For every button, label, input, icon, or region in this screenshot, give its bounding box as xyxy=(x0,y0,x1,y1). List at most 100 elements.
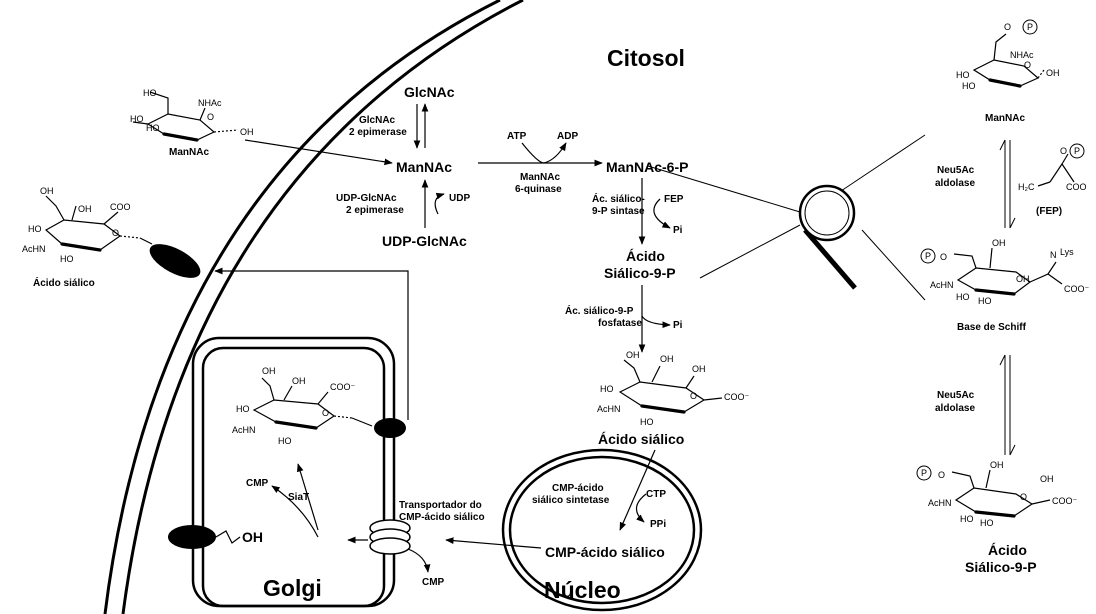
golgi-acceptor-oh: OH xyxy=(242,529,263,545)
mannac-structure xyxy=(132,91,239,142)
schiff-coo: COO⁻ xyxy=(1064,284,1090,294)
fep-o: O xyxy=(1060,146,1067,156)
sia9p-r-achn: AcHN xyxy=(928,498,952,508)
adp-label: ADP xyxy=(557,131,578,142)
schiff-achn: AcHN xyxy=(930,280,954,290)
cmp-sia-synthetase-l1: CMP-ácido xyxy=(552,483,604,494)
schiff-ho2: HO xyxy=(978,296,992,306)
schiff-ho1: HO xyxy=(956,292,970,302)
glcnac-epimerase-l2: 2 epimerase xyxy=(349,127,407,138)
golgi-membrane-anchor xyxy=(374,418,406,438)
sia-left-oh1: OH xyxy=(40,186,54,196)
fep-h2c: H₂C xyxy=(1018,182,1035,192)
sia-c-coo: COO⁻ xyxy=(724,392,750,402)
glcnac-label: GlcNAc xyxy=(404,84,455,100)
panel-mannac-label: ManNAc xyxy=(985,113,1025,124)
mannac-r-oh: OH xyxy=(1046,68,1060,78)
sia9p-r-p: P xyxy=(921,468,927,478)
panel-fep-label: (FEP) xyxy=(1036,206,1062,217)
sia-g-oh2: OH xyxy=(292,376,306,386)
phosphate-icon-1 xyxy=(1022,19,1038,35)
sia-g-ho: HO xyxy=(236,404,250,414)
schiff-base-label: Base de Schiff xyxy=(957,322,1027,333)
mannac-oh: OH xyxy=(240,127,254,137)
mannac-ho-top: HO xyxy=(143,88,157,98)
sia-c-oh3: OH xyxy=(692,364,706,374)
sia-c-o: O xyxy=(690,391,697,401)
mannac-r-ho1: HO xyxy=(956,70,970,80)
mannac-ring-o: O xyxy=(207,112,214,122)
aldolase2-equilibrium xyxy=(999,354,1016,456)
mannac-r-p: P xyxy=(1027,22,1033,32)
sia-left-ho2: HO xyxy=(60,254,74,264)
fep-structure xyxy=(1037,153,1075,187)
aldolase1-l2: aldolase xyxy=(935,178,975,189)
plasma-membrane xyxy=(103,0,524,614)
mannac-label: ManNAc xyxy=(396,159,452,175)
sia9p-phosphatase-l2: fosfatase xyxy=(598,318,642,329)
sialic-acid-structure-center xyxy=(618,359,723,414)
transporter-l2: CMP-ácido siálico xyxy=(399,512,485,523)
sia-c-oh2: OH xyxy=(660,354,674,364)
phosphate-icon-2 xyxy=(1069,143,1085,159)
mannac-6p-structure xyxy=(972,33,1045,88)
sia9p-r-ho2: HO xyxy=(980,518,994,528)
mannac-r-ho2: HO xyxy=(962,81,976,91)
mannac-kinase-l1: ManNAc xyxy=(520,172,560,183)
mannac-kinase-l2: 6-quinase xyxy=(515,184,562,195)
fep-coo: COO xyxy=(1066,182,1087,192)
sia-c-achn: AcHN xyxy=(597,404,621,414)
sialic-acid-left-label: Ácido siálico xyxy=(33,276,95,289)
sia-g-achn: AcHN xyxy=(232,425,256,435)
cmp-label-golgi: CMP xyxy=(246,478,269,489)
udp-glcnac-epimerase-l1: UDP-GlcNAc xyxy=(336,193,397,204)
mannac-r-ring-o: O xyxy=(1024,60,1031,70)
sialic-acid-structure-left xyxy=(44,195,153,252)
fep-p: P xyxy=(1074,146,1080,156)
cmp-label-out: CMP xyxy=(422,577,445,588)
mannac-ho-low: HO xyxy=(146,123,160,133)
phosphate-icon-3 xyxy=(920,248,936,264)
sia-left-achn: AcHN xyxy=(22,244,46,254)
sialic-9p-line1: Ácido xyxy=(626,248,665,264)
atp-label: ATP xyxy=(507,131,527,142)
sia-c-ho: HO xyxy=(600,384,614,394)
transporter-l1: Transportador do xyxy=(399,500,482,511)
aldolase2-l1: Neu5Ac xyxy=(937,390,975,401)
aldolase1-l1: Neu5Ac xyxy=(937,165,975,176)
panel-sialic-9p-l1: Ácido xyxy=(988,542,1027,558)
sia-c-oh1: OH xyxy=(626,350,640,360)
sia9p-synthase-l1: Ác. siálico- xyxy=(592,192,645,205)
sia9p-r-ring-o: O xyxy=(1020,492,1027,502)
sialic-9p-structure xyxy=(951,469,1051,518)
sia-g-ho2: HO xyxy=(278,436,292,446)
golgi-acceptor-anchor xyxy=(168,525,216,549)
sia-left-o: O xyxy=(112,228,119,238)
cmp-sialic-label: CMP-ácido siálico xyxy=(545,544,665,560)
schiff-n: N xyxy=(1050,250,1057,260)
cmp-sialic-transporter xyxy=(369,519,411,555)
ctp-label: CTP xyxy=(646,489,666,500)
sia-left-coo: COO xyxy=(110,202,131,212)
sia-left-oh2: OH xyxy=(78,204,92,214)
fep-label: FEP xyxy=(664,194,684,205)
sialic-9p-line2: Siálico-9-P xyxy=(604,265,676,281)
schiff-base-structure xyxy=(953,247,1063,296)
sia-c-ho2: HO xyxy=(640,417,654,427)
mannac-r-o: O xyxy=(1004,22,1011,32)
sia9p-r-o: O xyxy=(938,470,945,480)
udp-glcnac-label: UDP-GlcNAc xyxy=(382,233,467,249)
mannac-r-nhac: NHAc xyxy=(1010,50,1034,60)
glcnac-epimerase-l1: GlcNAc xyxy=(359,115,396,126)
pi-label-1: Pi xyxy=(673,225,683,236)
siat-label: SiaT xyxy=(288,492,309,503)
golgi-label: Golgi xyxy=(263,575,322,601)
membrane-sialic-conjugate-anchor xyxy=(149,244,201,278)
golgi-apparatus xyxy=(191,336,396,608)
nucleus xyxy=(501,448,703,612)
schiff-lys: Lys xyxy=(1060,247,1074,257)
mannac-structure-label: ManNAc xyxy=(169,147,209,158)
sia9p-r-oh1: OH xyxy=(990,460,1004,470)
udp-label: UDP xyxy=(449,193,470,204)
